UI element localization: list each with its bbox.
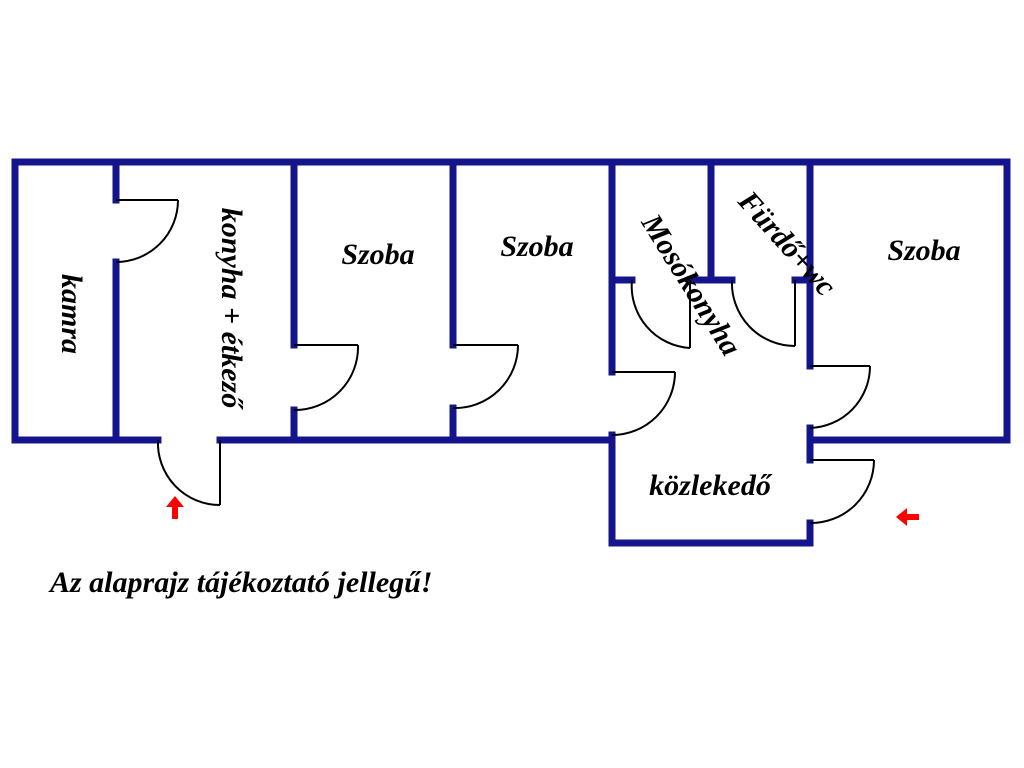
room-label-kozlekedo: közlekedő xyxy=(649,469,773,502)
door-mosokonyha-corridor xyxy=(611,371,676,436)
door-kamra xyxy=(115,199,179,263)
arrow-left-icon xyxy=(896,508,919,526)
room-label-szoba3: Szoba xyxy=(887,234,960,267)
door-szoba3 xyxy=(809,365,871,429)
door-szoba1 xyxy=(293,344,360,412)
door-szoba2 xyxy=(452,344,519,410)
doors xyxy=(115,199,875,525)
entrance-arrows xyxy=(166,496,919,526)
room-label-furdo: Fürdő+wc xyxy=(731,184,842,303)
door-entrance-kozlekedo xyxy=(809,459,875,525)
room-label-konyha: konyha + étkező xyxy=(215,208,248,410)
room-label-kamra: kamra xyxy=(55,274,88,354)
disclaimer-note: Az alaprajz tájékoztató jellegű! xyxy=(50,566,433,599)
room-label-szoba2: Szoba xyxy=(500,230,573,263)
room-labels: kamra konyha + étkező Szoba Szoba Mosóko… xyxy=(55,184,961,502)
door-entrance-konyha xyxy=(156,439,221,507)
door-furdo xyxy=(730,279,796,348)
walls xyxy=(11,158,1011,547)
door-mosokonyha-inner xyxy=(630,279,691,349)
arrow-up-icon xyxy=(166,496,184,519)
room-label-szoba1: Szoba xyxy=(341,238,414,271)
